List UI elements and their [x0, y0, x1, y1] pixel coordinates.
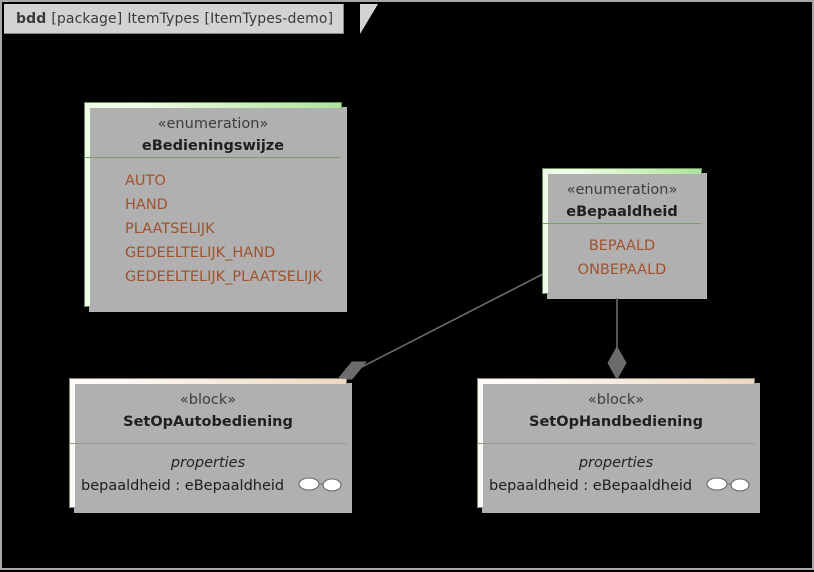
- enum-literal: ONBEPAALD: [577, 262, 667, 278]
- enum-literal: GEDEELTELIJK_PLAATSELIJK: [125, 269, 323, 285]
- enum-literal: BEPAALD: [588, 238, 656, 254]
- block-autobediening-compartment-label: properties: [170, 455, 246, 471]
- property-text: bepaaldheid : eBepaaldheid: [489, 478, 693, 494]
- block-autobediening-stereotype: «block»: [179, 392, 237, 408]
- diagram-frame-header: bdd [package] ItemTypes [ItemTypes-demo]: [4, 4, 345, 34]
- enum-bedieningswijze-divider: [85, 157, 341, 158]
- block-autobediening-title: SetOpAutobediening: [123, 414, 293, 430]
- block-handbediening-stereotype: «block»: [587, 392, 645, 408]
- block-handbediening-divider: [478, 443, 754, 444]
- property-text: bepaaldheid : eBepaaldheid: [81, 478, 285, 494]
- node-enum-bepaaldheid[interactable]: «enumeration» eBepaaldheid BEPAALD ONBEP…: [542, 168, 706, 298]
- ball-and-socket-icon: [706, 477, 750, 492]
- diagram-name-label: ItemTypes: [127, 10, 200, 27]
- block-handbediening-header: «block» SetOpHandbediening: [478, 379, 754, 433]
- block-handbediening-property-row: bepaaldheid : eBepaaldheid: [478, 474, 754, 498]
- enum-bedieningswijze-header: «enumeration» eBedieningswijze: [85, 103, 341, 157]
- enum-literal: AUTO: [125, 173, 166, 189]
- enum-bedieningswijze-title: eBedieningswijze: [141, 138, 285, 154]
- diagram-kind-label: bdd: [16, 10, 47, 27]
- enum-bepaaldheid-stereotype: «enumeration»: [566, 182, 678, 198]
- enum-bepaaldheid-literals: BEPAALD ONBEPAALD: [543, 224, 701, 291]
- block-autobediening-header: «block» SetOpAutobediening: [70, 379, 346, 433]
- enum-bedieningswijze-literals: AUTO HAND PLAATSELIJK GEDEELTELIJK_HAND …: [85, 158, 341, 298]
- enum-bedieningswijze-stereotype: «enumeration»: [157, 116, 269, 132]
- ball-and-socket-icon: [298, 477, 342, 492]
- diagram-scope-label: [package]: [51, 10, 123, 27]
- enum-bepaaldheid-header: «enumeration» eBepaaldheid: [543, 169, 701, 223]
- block-autobediening-divider: [70, 443, 346, 444]
- diagram-tag-label: [ItemTypes-demo]: [204, 10, 334, 27]
- enum-literal: GEDEELTELIJK_HAND: [125, 245, 276, 261]
- link-bepaaldheid-autobediening: [353, 273, 544, 372]
- block-handbediening-title: SetOpHandbediening: [529, 414, 703, 430]
- composition-diamond-handbediening: [607, 345, 627, 381]
- enum-bepaaldheid-divider: [543, 223, 701, 224]
- block-handbediening-properties: properties bepaaldheid : eBepaaldheid: [478, 444, 754, 508]
- enum-bepaaldheid-title: eBepaaldheid: [566, 204, 678, 220]
- block-autobediening-property-row: bepaaldheid : eBepaaldheid: [70, 474, 346, 498]
- block-autobediening-properties: properties bepaaldheid : eBepaaldheid: [70, 444, 346, 508]
- node-enum-bedieningswijze[interactable]: «enumeration» eBedieningswijze AUTO HAND…: [84, 102, 346, 311]
- node-block-autobediening[interactable]: «block» SetOpAutobediening properties be…: [69, 378, 351, 512]
- frame-header-corner: [360, 4, 378, 34]
- node-block-handbediening[interactable]: «block» SetOpHandbediening properties be…: [477, 378, 759, 512]
- composition-diamond-autobediening: [336, 361, 368, 380]
- enum-literal: PLAATSELIJK: [125, 221, 215, 237]
- block-handbediening-compartment-label: properties: [578, 455, 654, 471]
- enum-literal: HAND: [125, 197, 168, 213]
